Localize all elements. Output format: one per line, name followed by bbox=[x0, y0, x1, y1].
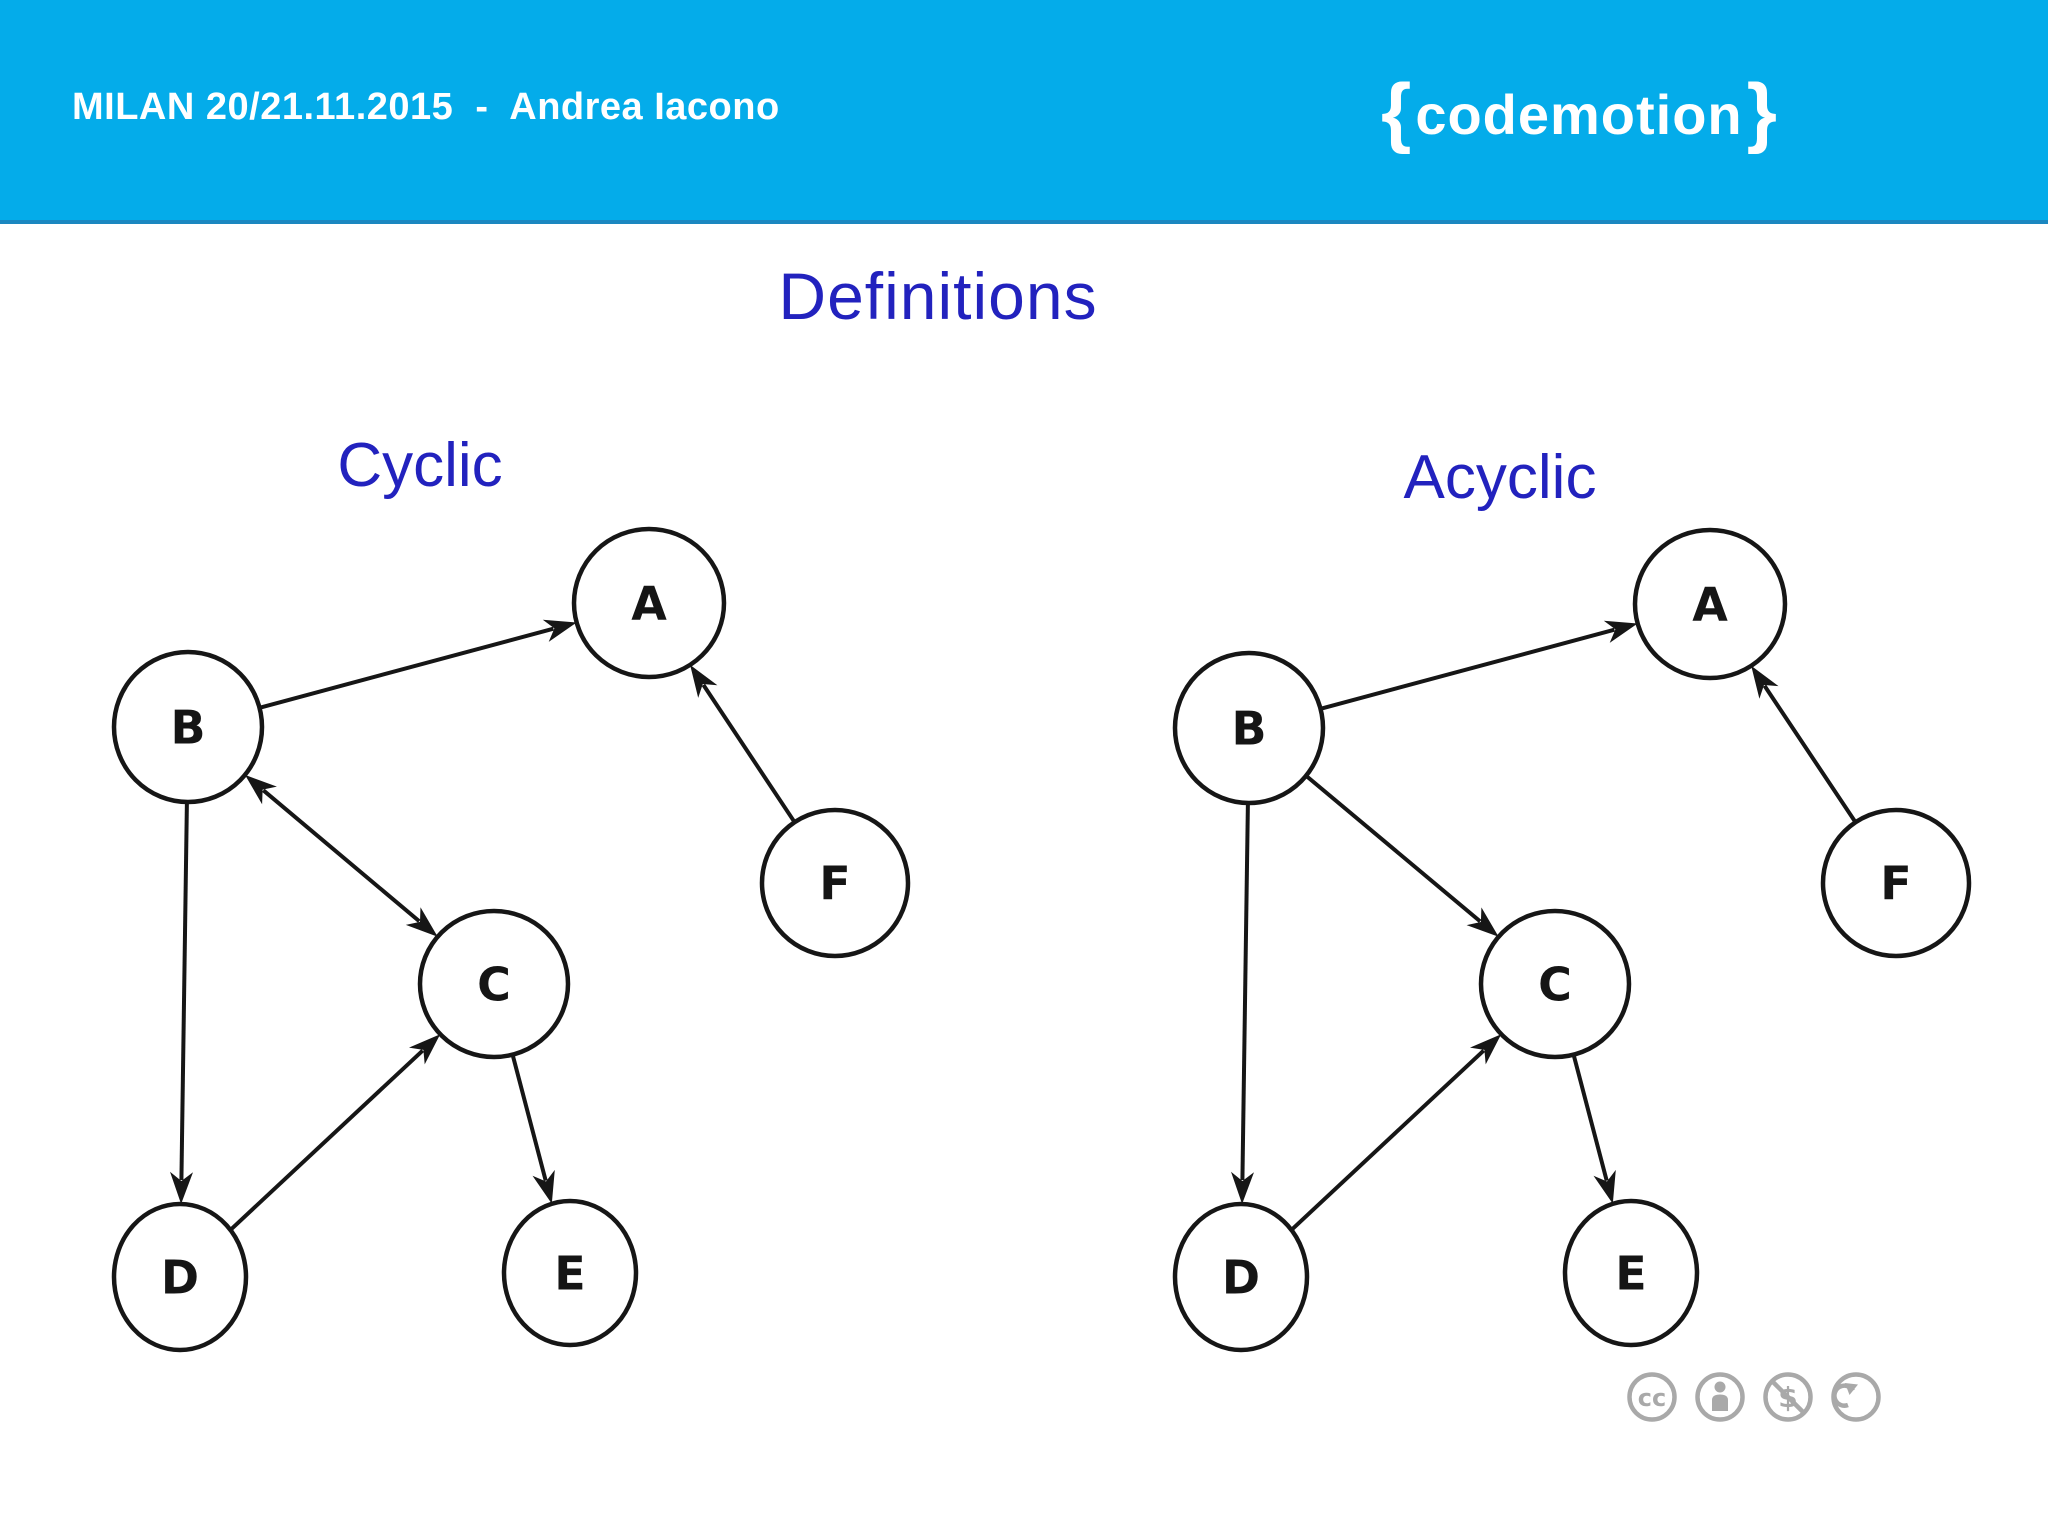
arrowhead-into-C bbox=[409, 1034, 441, 1065]
logo-brace-right: } bbox=[1746, 67, 1777, 155]
edge-B-A bbox=[1320, 627, 1615, 711]
edge-D-C bbox=[1290, 1049, 1486, 1232]
arrowhead-into-E bbox=[1593, 1169, 1616, 1204]
arrowhead-into-B bbox=[245, 774, 277, 805]
page-title: Definitions bbox=[778, 259, 1098, 333]
node-label-acyclic-F: F bbox=[1880, 857, 1911, 911]
graph-node-cyclic-C bbox=[417, 908, 571, 1060]
graph-node-acyclic-D bbox=[1172, 1201, 1310, 1353]
header-bar: MILAN 20/21.11.2015 - Andrea Iacono { co… bbox=[0, 0, 2048, 224]
graph-node-cyclic-D bbox=[111, 1201, 249, 1353]
edge-B-A bbox=[259, 626, 554, 710]
graph-node-acyclic-C bbox=[1478, 908, 1632, 1060]
node-label-acyclic-A: A bbox=[1692, 578, 1728, 632]
graph-node-cyclic-A bbox=[571, 526, 727, 680]
arrowhead-into-E bbox=[532, 1169, 555, 1204]
node-label-acyclic-C: C bbox=[1538, 958, 1572, 1012]
graph-node-cyclic-E bbox=[501, 1198, 639, 1348]
arrowhead-into-A bbox=[690, 664, 718, 698]
arrowhead-into-D bbox=[170, 1171, 193, 1204]
graph-node-acyclic-F bbox=[1820, 807, 1972, 959]
acyclic-graph-label: Acyclic bbox=[1403, 443, 1597, 512]
arrowhead-into-A bbox=[542, 619, 577, 642]
license-badges: cc $ bbox=[1626, 1371, 1882, 1423]
arrowhead-into-C bbox=[405, 907, 438, 937]
edge-B-C bbox=[1304, 774, 1482, 923]
arrowhead-into-A bbox=[1603, 620, 1638, 643]
node-label-cyclic-C: C bbox=[477, 958, 511, 1012]
arrowhead-into-C bbox=[1466, 907, 1499, 937]
acyclic-graph: A B C D E F bbox=[1172, 527, 1972, 1353]
node-label-acyclic-D: D bbox=[1222, 1251, 1260, 1305]
edge-D-C bbox=[229, 1049, 425, 1232]
edge-C-E bbox=[510, 1054, 548, 1182]
edge-C-E bbox=[1571, 1054, 1609, 1182]
event-info-text: MILAN 20/21.11.2015 - Andrea Iacono bbox=[72, 86, 780, 128]
cc-icon-text: cc bbox=[1638, 1384, 1666, 1412]
logo-brace-left: { bbox=[1380, 67, 1412, 155]
cc-icon: cc bbox=[1627, 1372, 1677, 1422]
node-label-acyclic-E: E bbox=[1615, 1247, 1646, 1301]
graph-node-acyclic-A bbox=[1632, 527, 1788, 681]
arrowhead-into-C bbox=[1470, 1034, 1502, 1065]
edge-B-D bbox=[1240, 802, 1250, 1181]
node-label-cyclic-D: D bbox=[161, 1251, 199, 1305]
node-label-acyclic-B: B bbox=[1231, 702, 1266, 756]
edge-B-C bbox=[262, 788, 421, 923]
edge-B-D bbox=[179, 801, 189, 1181]
arrowhead-into-A bbox=[1751, 665, 1779, 699]
graph-node-acyclic-B bbox=[1172, 650, 1326, 806]
edge-F-A bbox=[701, 683, 797, 824]
cyclic-graph-label: Cyclic bbox=[337, 431, 503, 500]
logo-wordmark: codemotion bbox=[1415, 83, 1743, 146]
arrowhead-into-D bbox=[1231, 1171, 1254, 1204]
codemotion-logo: { codemotion } bbox=[1381, 72, 1777, 158]
share-alike-icon bbox=[1831, 1372, 1881, 1422]
graph-node-acyclic-E bbox=[1562, 1198, 1700, 1348]
node-label-cyclic-E: E bbox=[554, 1247, 585, 1301]
node-label-cyclic-B: B bbox=[170, 701, 205, 755]
node-label-cyclic-A: A bbox=[631, 577, 667, 631]
graph-node-cyclic-F bbox=[759, 807, 911, 959]
graph-node-cyclic-B bbox=[111, 649, 265, 805]
node-label-cyclic-F: F bbox=[819, 857, 850, 911]
non-commercial-icon: $ bbox=[1763, 1372, 1813, 1422]
edge-F-A bbox=[1762, 684, 1858, 824]
attribution-person-icon bbox=[1695, 1372, 1745, 1422]
cyclic-graph: A B C D E F bbox=[111, 526, 911, 1353]
